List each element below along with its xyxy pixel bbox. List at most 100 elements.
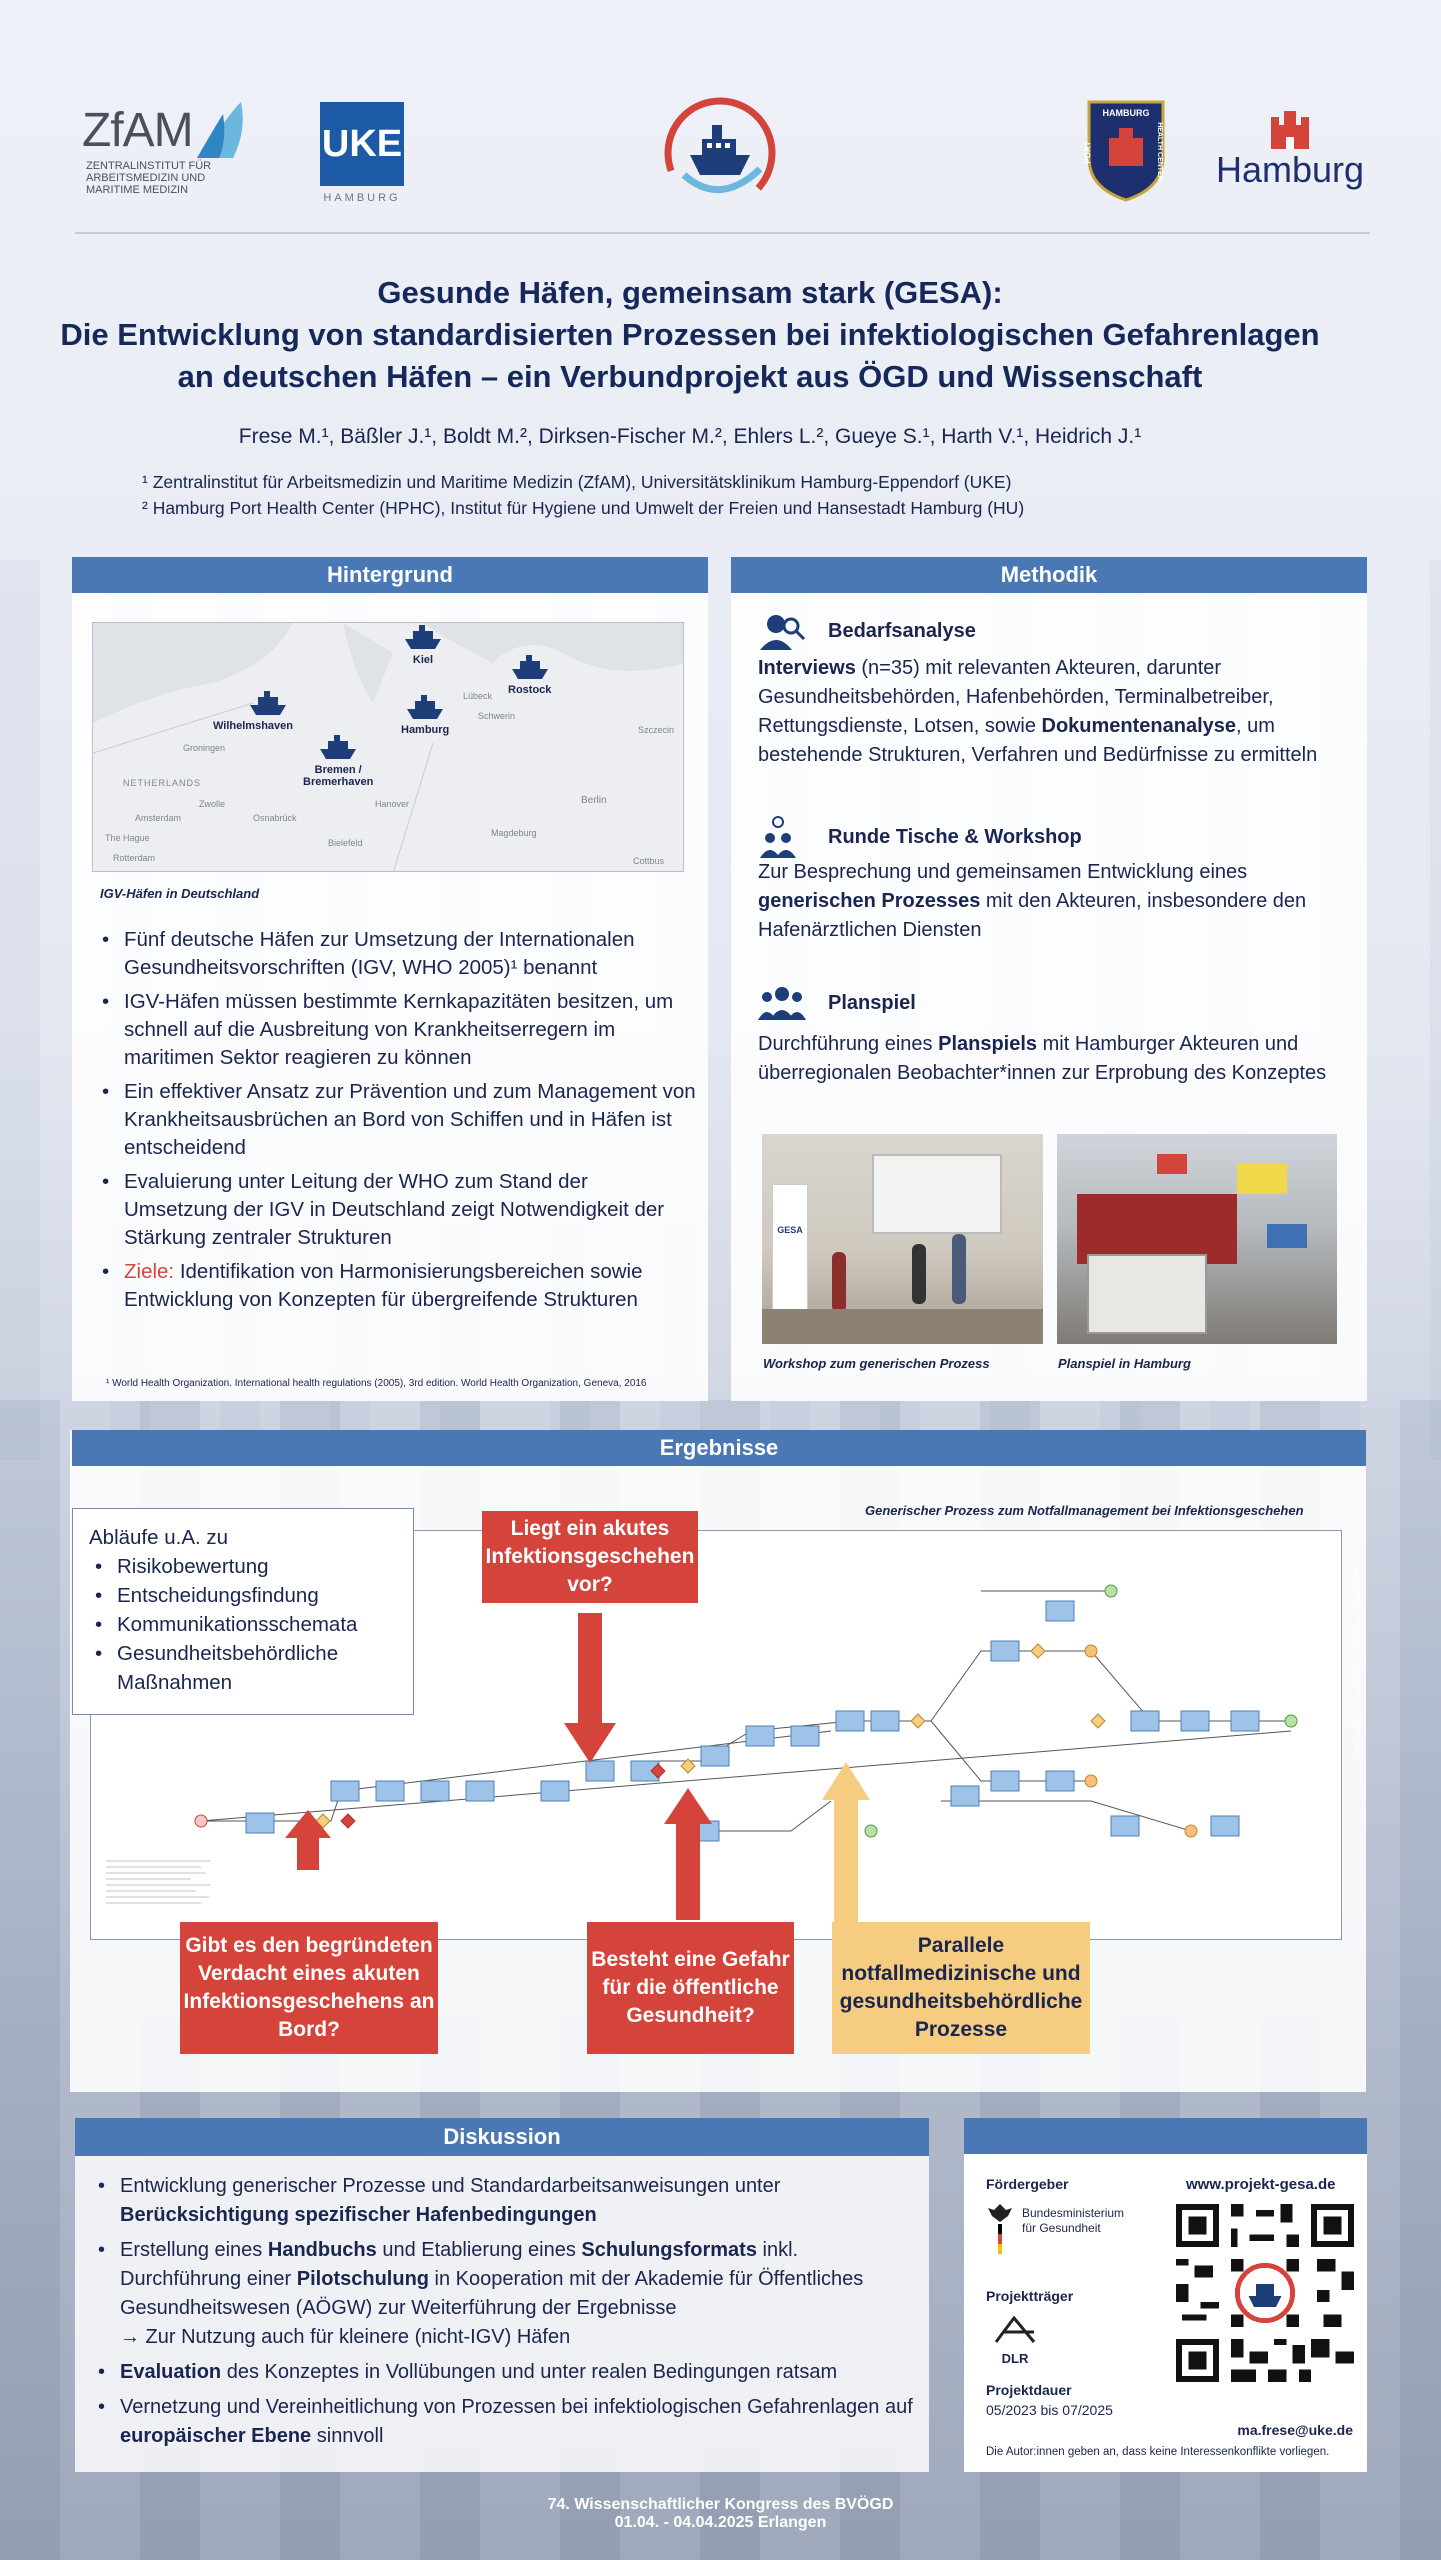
box-item: Risikobewertung: [89, 1552, 397, 1581]
methodik-header: Methodik: [731, 557, 1367, 593]
footer-line-1: 74. Wissenschaftlicher Kongress des BVÖG…: [547, 2496, 894, 2513]
zfam-line3: MARITIME MEDIZIN: [86, 184, 189, 196]
section-text: Interviews (n=35) mit relevanten Akteure…: [758, 657, 1318, 766]
shield-icon: [1087, 100, 1165, 202]
port-label: Rostock: [508, 684, 552, 696]
bullet-item: Evaluierung unter Leitung der WHO zum St…: [96, 1168, 696, 1252]
projektdauer-label: Projektdauer: [986, 2382, 1072, 2398]
map-place: Hanover: [375, 799, 410, 809]
bullet-item: Vernetzung und Vereinheitlichung von Pro…: [92, 2393, 922, 2451]
title-line-1: Gesunde Häfen, gemeinsam stark (GESA):: [377, 275, 1003, 310]
map-place: Amsterdam: [135, 813, 182, 823]
workshop-photo: GESA: [762, 1134, 1043, 1344]
callout-begruendeter-verdacht: Gibt es den begründeten Verdacht eines a…: [180, 1922, 438, 2054]
bullet-item: Fünf deutsche Häfen zur Umsetzung der In…: [96, 926, 696, 982]
interview-icon: [758, 612, 806, 650]
section-text: Durchführung eines Planspiels mit Hambur…: [758, 1033, 1327, 1084]
bullet-item: Erstellung eines Handbuchs und Etablieru…: [92, 2236, 922, 2352]
dlr-text: DLR: [1001, 2351, 1029, 2366]
map-caption: IGV-Häfen in Deutschland: [100, 886, 260, 901]
map-place: Osnabrück: [253, 813, 297, 823]
website-link[interactable]: www.projekt-gesa.de: [1186, 2176, 1336, 2193]
title-line-2: Die Entwicklung von standardisierten Pro…: [60, 317, 1320, 352]
arrow-down-icon: [564, 1613, 616, 1763]
map-place: Groningen: [183, 743, 226, 753]
port-bremen: Bremen / Bremerhaven: [303, 735, 373, 788]
sail-icon: [196, 102, 243, 158]
qr-code[interactable]: [1176, 2204, 1354, 2382]
port-label: Wilhelmshaven: [213, 720, 293, 732]
ziele-text: Identifikation von Harmonisierungsbereic…: [124, 1260, 643, 1311]
footer-line-2: 01.04. - 04.04.2025 Erlangen: [614, 2514, 827, 2531]
photo-caption: Planspiel in Hamburg: [1058, 1356, 1191, 1371]
map-place: Berlin: [581, 795, 607, 806]
arrow-up-icon: [664, 1788, 712, 1920]
map-place: Magdeburg: [491, 828, 537, 838]
zfam-wordmark: ZfAM: [82, 103, 194, 157]
hintergrund-bullets: Fünf deutsche Häfen zur Umsetzung der In…: [96, 926, 696, 1320]
affiliation-2: ² Hamburg Port Health Center (HPHC), Ins…: [142, 498, 1025, 518]
gesa-banner: GESA: [777, 1225, 803, 1235]
bullet-item: Entwicklung generischer Prozesse und Sta…: [92, 2172, 922, 2230]
projektdauer-value: 05/2023 bis 07/2025: [986, 2402, 1113, 2418]
bullet-item: Evaluation des Konzeptes in Vollübungen …: [92, 2358, 922, 2387]
uke-sub: HAMBURG: [323, 192, 401, 204]
map-place: NETHERLANDS: [123, 778, 202, 788]
port-wilhelmshaven: Wilhelmshaven: [213, 691, 293, 732]
uke-mark: UKE: [320, 102, 404, 186]
box-item: Kommunikationsschemata: [89, 1610, 397, 1639]
ship-icon: [664, 97, 776, 209]
dlr-logo: DLR: [990, 2314, 1040, 2366]
qr-code-graphic: [1176, 2204, 1354, 2382]
ship-icon: [405, 625, 441, 649]
section-title: Runde Tische & Workshop: [828, 825, 1082, 848]
diskussion-header: Diskussion: [75, 2118, 929, 2156]
map-place: The Hague: [105, 833, 150, 843]
map-place: Bielefeld: [328, 838, 363, 848]
process-flow-graphic: [106, 1584, 1298, 1904]
ship-icon: [249, 691, 286, 715]
hamburg-logo: Hamburg: [1215, 100, 1365, 200]
map-place: Rotterdam: [113, 853, 156, 863]
hintergrund-header: Hintergrund: [72, 557, 708, 593]
hamburg-wordmark: Hamburg: [1215, 149, 1365, 190]
callout-gefahr-gesundheit: Besteht eine Gefahr für die öffentliche …: [587, 1922, 794, 2054]
planspiel-photo: [1057, 1134, 1337, 1344]
group-pin-icon: [758, 816, 806, 858]
callout-akutes-infektionsgeschehen: Liegt ein akutes Infektionsgeschehen vor…: [482, 1511, 698, 1603]
authors-line: Frese M.¹, Bäßler J.¹, Boldt M.², Dirkse…: [238, 425, 1142, 448]
map-place: Schwerin: [478, 711, 516, 721]
map-place: Szczecin: [638, 725, 675, 735]
box-item: Gesundheitsbehördliche Maßnahmen: [89, 1639, 397, 1697]
zfam-line1: ZENTRALINSTITUT FÜR: [86, 160, 212, 172]
ergebnisse-header: Ergebnisse: [72, 1430, 1366, 1466]
header-divider: [75, 232, 1370, 234]
port-rostock: Rostock: [508, 655, 551, 696]
hphc-left-text: PORT: [1083, 141, 1093, 164]
photo-credit: Mediaserver Hamburg / Christian Spahrbie…: [1352, 1567, 1363, 1760]
box-list: Risikobewertung Entscheidungsfindung Kom…: [89, 1552, 397, 1697]
zfam-logo: ZfAM ZENTRALINSTITUT FÜR ARBEITSMEDIZIN …: [82, 100, 267, 215]
section-title: Bedarfsanalyse: [828, 619, 976, 642]
uke-logo: UKE HAMBURG: [310, 102, 414, 212]
email-link[interactable]: ma.frese@uke.de: [1237, 2422, 1353, 2438]
map-place: Lübeck: [463, 691, 493, 701]
method-planspiel: Planspiel Durchführung eines Planspiels …: [758, 984, 1348, 1088]
port-kiel: Kiel: [403, 625, 443, 666]
diagram-caption: Generischer Prozess zum Notfallmanagemen…: [865, 1503, 1304, 1518]
box-item: Entscheidungsfindung: [89, 1581, 397, 1610]
photo-caption: Workshop zum generischen Prozess: [763, 1356, 990, 1371]
arrow-right-icon: →: [120, 2326, 140, 2348]
footer: 74. Wissenschaftlicher Kongress des BVÖG…: [0, 2496, 1441, 2532]
ports-map: Kiel Rostock Wilhelmshaven Hamburg Breme…: [92, 622, 684, 872]
disclaimer: Die Autor:innen geben an, dass keine Int…: [986, 2446, 1330, 2458]
zfam-line2: ARBEITSMEDIZIN UND: [86, 172, 206, 184]
arrow-up-icon: [285, 1810, 331, 1870]
projekttraeger-label: Projektträger: [986, 2288, 1074, 2304]
map-place: Cottbus: [633, 856, 665, 866]
bullet-item: IGV-Häfen müssen bestimmte Kernkapazität…: [96, 988, 696, 1072]
section-text: Zur Besprechung und gemeinsamen Entwickl…: [758, 861, 1307, 941]
arrow-up-icon: [822, 1762, 870, 1922]
info-panel: Fördergeber www.projekt-gesa.de Bundesmi…: [964, 2118, 1367, 2472]
